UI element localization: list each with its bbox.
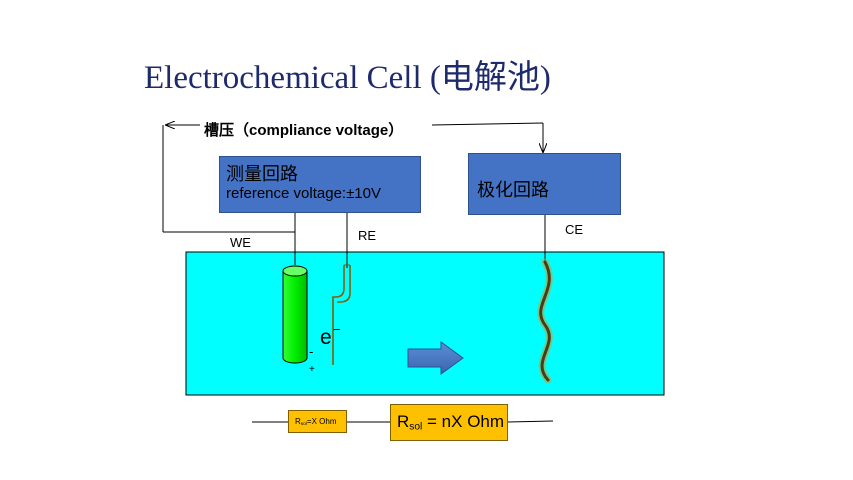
large-resistance-box: Rsol = nX Ohm — [390, 404, 508, 441]
large-resistance-sub: sol — [409, 421, 423, 433]
measurement-loop-label: 测量回路 — [226, 164, 298, 184]
reference-electrode — [332, 264, 351, 365]
electron-symbol: e — [320, 326, 332, 349]
working-electrode — [282, 265, 308, 364]
re-label: RE — [358, 228, 377, 243]
small-resistance-r: R — [295, 417, 301, 426]
polarization-loop-label: 极化回路 — [477, 180, 549, 200]
counter-electrode — [537, 258, 553, 384]
compliance-voltage-label: 槽压（compliance voltage） — [204, 122, 404, 139]
measurement-loop-box: 测量回路 reference voltage:±10V — [219, 156, 421, 213]
ce-label: CE — [565, 222, 584, 237]
electrolyte-bath — [185, 251, 665, 396]
page-title: Electrochemical Cell (电解池) — [144, 60, 551, 96]
current-direction-arrow — [407, 341, 464, 375]
resistance-lines — [252, 420, 554, 423]
minus-sign: - — [309, 344, 314, 359]
small-resistance-value: =X Ohm — [306, 417, 337, 426]
large-resistance-value: = nX Ohm — [422, 412, 505, 431]
small-resistance-box: Rsol=X Ohm — [288, 410, 347, 433]
small-resistance-sub: sol — [300, 422, 307, 428]
plus-sign: + — [309, 364, 315, 375]
reference-voltage-label: reference voltage:±10V — [226, 185, 381, 202]
compliance-voltage-wire — [162, 123, 543, 233]
electron-charge: − — [333, 322, 341, 337]
large-resistance-r: R — [397, 412, 410, 431]
polarization-loop-box: 极化回路 — [468, 153, 621, 215]
we-label: WE — [230, 235, 251, 250]
